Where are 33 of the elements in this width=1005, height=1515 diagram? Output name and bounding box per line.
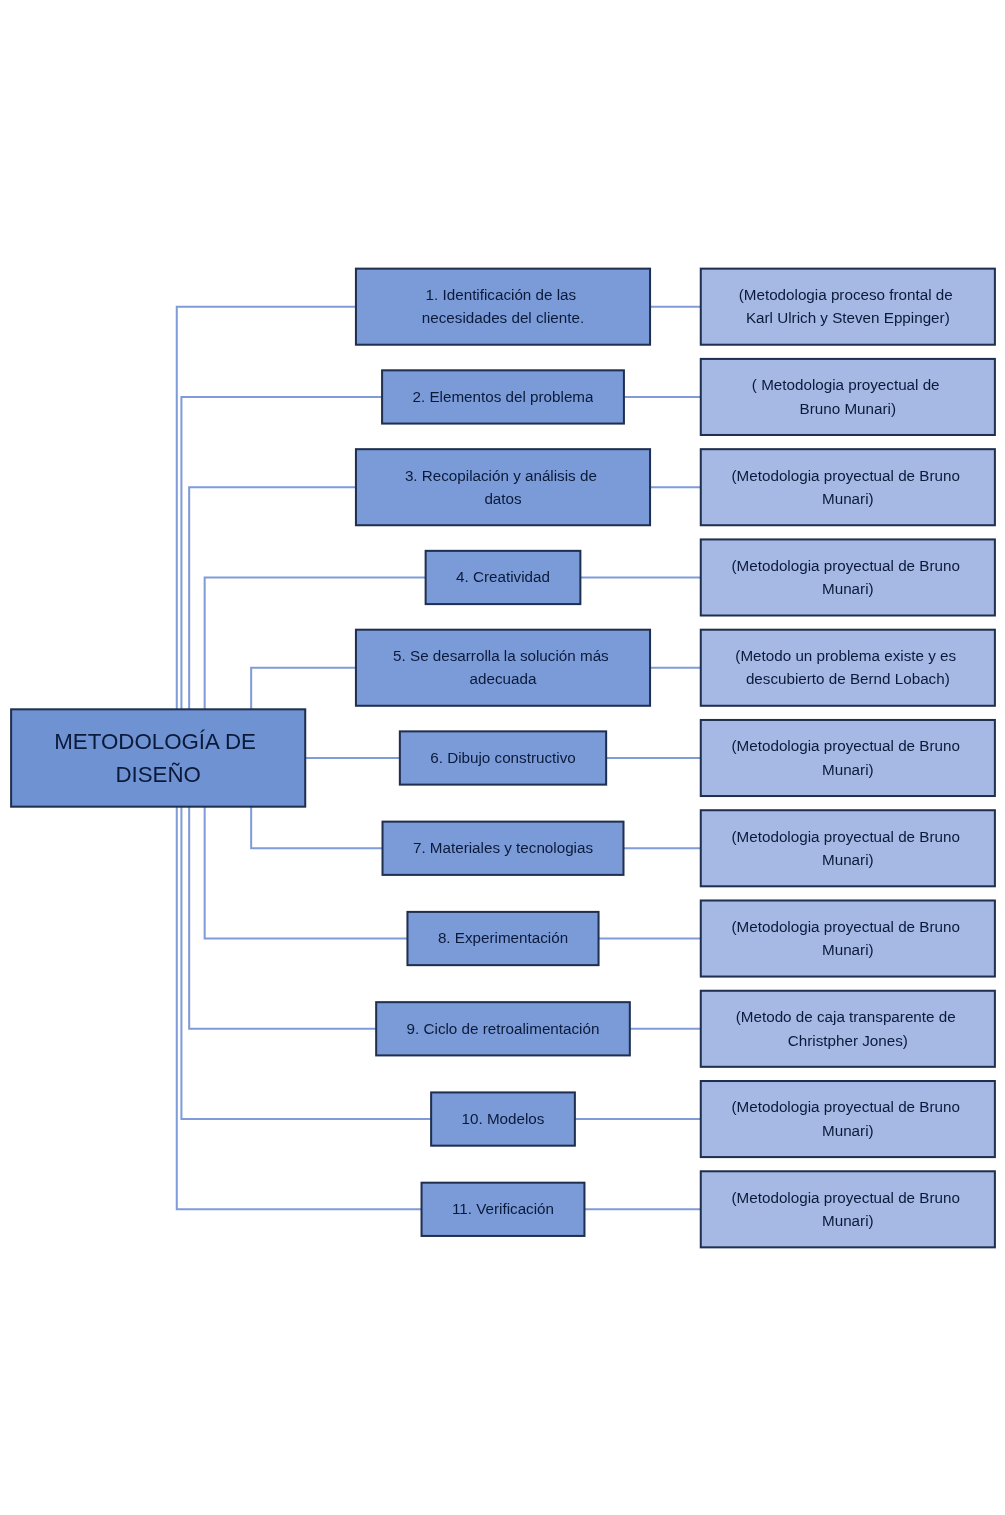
connector [203,575,426,709]
node-box: (Metodologia proyectual de Bruno Munari) [699,1079,996,1158]
node-box: 7. Materiales y tecnologias [381,820,624,876]
node-box: 11. Verificación [420,1181,585,1237]
node-box: (Metodo un problema existe y es descubierto de Bernd Lobach) [699,628,996,707]
connector [249,666,356,709]
node-box: METODOLOGÍA DE DISEÑO [9,707,306,808]
connector [187,806,376,1030]
node-box: (Metodologia proyectual de Bruno Munari) [699,447,996,526]
node-box: 3. Recopilación y análisis de datos [354,447,651,526]
node-box: 8. Experimentación [405,910,600,966]
connector [179,806,431,1120]
connector [175,305,356,709]
node-box: (Metodo de caja transparente de Christpher Jones) [699,989,996,1068]
node-box: 4. Creatividad [424,549,581,605]
node-box: 1. Identificación de las necesidades del cliente. [354,267,651,346]
node-box: (Metodologia proyectual de Bruno Munari) [699,898,996,978]
connector [203,806,407,940]
node-box: ( Metodologia proyectual de Bruno Munari) [699,357,996,436]
connector [187,485,356,709]
connector [175,806,422,1210]
connector [179,395,382,709]
node-box: 10. Modelos [429,1090,576,1147]
node-box: 5. Se desarrolla la solución más adecuada [354,628,651,707]
node-box: (Metodologia proyectual de Bruno Munari) [699,1169,996,1248]
node-box: (Metodologia proyectual de Bruno Munari) [699,537,996,617]
node-box: 9. Ciclo de retroalimentación [374,1000,631,1056]
node-box: (Metodologia proyectual de Bruno Munari) [699,808,996,887]
node-box: 2. Elementos del problema [380,368,625,425]
node-box: 6. Dibujo constructivo [398,729,607,786]
node-box: (Metodologia proyectual de Bruno Munari) [699,718,996,797]
connector [249,806,382,849]
node-box: (Metodologia proceso frontal de Karl Ulrich y Steven Eppinger) [699,267,996,346]
